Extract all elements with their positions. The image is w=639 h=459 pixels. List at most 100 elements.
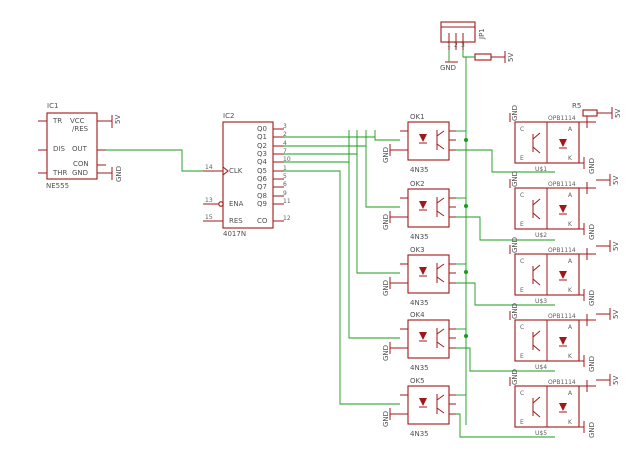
u-part: OPB1114 <box>548 313 576 320</box>
u-pin-c: C <box>520 192 524 199</box>
ic2-q3: Q3 <box>257 150 267 158</box>
optocoupler-ok4: OK4 4N35 GND <box>382 311 456 372</box>
ok-gnd: GND <box>382 280 390 296</box>
u-pin-e: E <box>520 221 524 228</box>
ok-ref: OK5 <box>410 377 425 385</box>
ic1-5v-label: 5V <box>114 115 122 124</box>
u-pin-a: A <box>568 192 573 199</box>
ic2-q7: Q7 <box>257 183 267 191</box>
u5-5v: 5V <box>612 376 620 385</box>
ic2-pin-num: 11 <box>283 198 291 205</box>
u-part: OPB1114 <box>548 247 576 254</box>
ic1-pin-tri: THR <box>52 169 68 177</box>
ok-part: 4N35 <box>410 166 429 174</box>
ic2-pin-num: 6 <box>283 181 287 188</box>
u-gnd-k: GND <box>588 356 596 372</box>
ic1-pin-res: /RES <box>72 125 89 133</box>
u-pin-e: E <box>520 353 524 360</box>
ic2-pin-num: 5 <box>283 173 287 180</box>
u-gnd: GND <box>511 237 519 253</box>
ic2-res: RES <box>229 217 243 225</box>
ic2-part: 4017N <box>223 230 246 238</box>
r5-5v: 5V <box>614 109 622 118</box>
u-pin-a: A <box>568 258 573 265</box>
u-pin-c: C <box>520 126 524 133</box>
ic2-q0: Q0 <box>257 125 267 133</box>
ic2-pin-num: 12 <box>283 215 291 222</box>
optocoupler-ok2: OK2 4N35 GND <box>382 180 456 241</box>
u-pin-a: A <box>568 126 573 133</box>
ok-part: 4N35 <box>410 364 429 372</box>
u2-5v: 5V <box>612 176 620 185</box>
u-part: OPB1114 <box>548 115 576 122</box>
u-gnd-k: GND <box>588 224 596 240</box>
ic1-gnd-label: GND <box>115 166 123 182</box>
ic2-pin-num: 1 <box>283 165 287 172</box>
ic2-q4: Q4 <box>257 158 268 166</box>
ic2-pin-num: 10 <box>283 156 291 163</box>
u-ref: U$3 <box>535 298 547 305</box>
ic2-pin-num: 14 <box>205 164 213 171</box>
ic1-pin-dis: DIS <box>53 145 65 153</box>
u-pin-k: K <box>568 353 573 360</box>
ok-part: 4N35 <box>410 430 429 438</box>
u3-5v: 5V <box>612 242 620 251</box>
u-pin-e: E <box>520 155 524 162</box>
u-pin-e: E <box>520 287 524 294</box>
ic2-pin-num: 9 <box>283 190 287 197</box>
ok-ref: OK3 <box>410 246 425 254</box>
jp1-5v: 5V <box>507 53 515 62</box>
optocoupler-ok1: OK1 4N35 GND <box>382 113 456 174</box>
u-pin-a: A <box>568 324 573 331</box>
sensor-u1: C E A K U$1 OPB1114 GND GND <box>509 105 596 174</box>
ic1-pin-out: OUT <box>72 145 88 153</box>
ic2-pin-num: 15 <box>205 214 213 221</box>
ic2-q6: Q6 <box>257 175 268 183</box>
ic2-pin-num: 3 <box>283 123 287 130</box>
ic2-clk: CLK <box>229 167 243 175</box>
u-ref: U$4 <box>535 364 547 371</box>
jp1-pin: 1 <box>447 42 451 49</box>
u-part: OPB1114 <box>548 379 576 386</box>
ic2-pin-num: 7 <box>283 148 287 155</box>
u-pin-c: C <box>520 324 524 331</box>
u-gnd: GND <box>511 303 519 319</box>
u-part: OPB1114 <box>548 181 576 188</box>
nets <box>106 50 555 438</box>
sensor-u3: C E A K U$3 OPB1114 GND GND <box>509 237 596 306</box>
jp1-gnd: GND <box>440 64 456 72</box>
r5-label: R5 <box>572 102 581 110</box>
sensor-u2: C E A K U$2 OPB1114 GND GND <box>509 171 596 240</box>
ok-ref: OK1 <box>410 113 425 121</box>
ic1-timer: IC1 NE555 TR DIS THR VCC /RES OUT CON GN… <box>38 102 123 190</box>
u-gnd: GND <box>511 369 519 385</box>
ic2-pin-num: 13 <box>205 197 213 204</box>
ic2-q8: Q8 <box>257 192 267 200</box>
ic2-pin-num: 4 <box>283 140 287 147</box>
optocoupler-ok3: OK3 4N35 GND <box>382 246 456 307</box>
ic2-pin-num: 2 <box>283 131 287 138</box>
jp1-pin: 2 <box>454 42 458 49</box>
ic2-ena: ENA <box>229 200 244 208</box>
u-gnd: GND <box>511 105 519 121</box>
u-ref: U$1 <box>535 166 547 173</box>
ic2-q5: Q5 <box>257 167 267 175</box>
ic1-pin-tr: TR <box>52 117 62 125</box>
ic2-q2: Q2 <box>257 142 267 150</box>
ic1-pin-gnd: GND <box>72 169 88 177</box>
ic1-part: NE555 <box>46 182 69 190</box>
ok-gnd: GND <box>382 411 390 427</box>
u-pin-c: C <box>520 258 524 265</box>
ic1-pin-vcc: VCC <box>70 117 85 125</box>
ok-part: 4N35 <box>410 299 429 307</box>
u-pin-k: K <box>568 287 573 294</box>
optocoupler-ok5: OK5 4N35 GND <box>382 377 456 438</box>
ic2-q1: Q1 <box>257 133 267 141</box>
u-ref: U$2 <box>535 232 547 239</box>
ic1-ref: IC1 <box>47 102 58 110</box>
ic1-pin-con: CON <box>73 160 89 168</box>
ok-gnd: GND <box>382 345 390 361</box>
ok-part: 4N35 <box>410 233 429 241</box>
ic2-ref: IC2 <box>223 112 234 120</box>
